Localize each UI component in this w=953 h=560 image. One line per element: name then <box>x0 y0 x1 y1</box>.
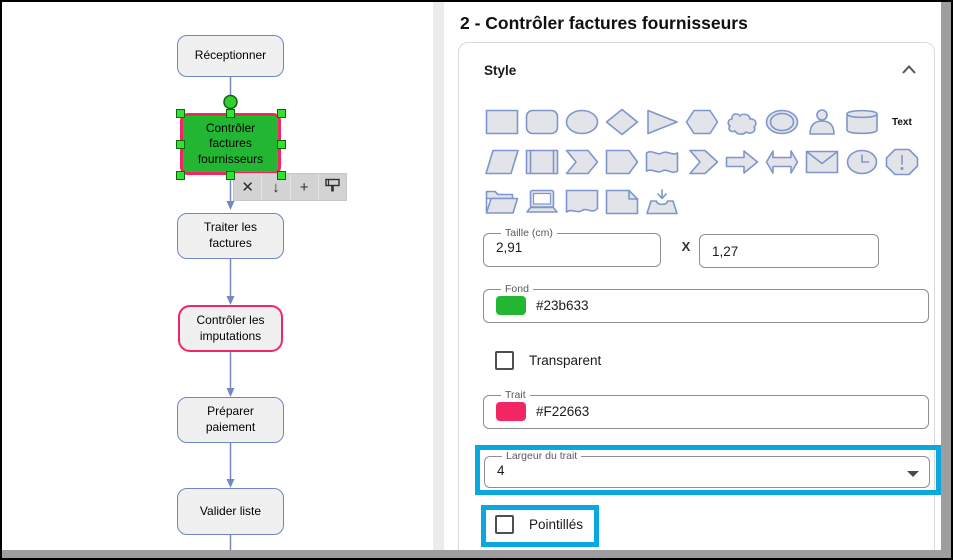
shape-diamond-icon[interactable] <box>604 107 640 137</box>
style-card: Style Text Taille (cm) 2,91 X 1,27 Fond … <box>458 42 941 558</box>
shape-cylinder-icon[interactable] <box>844 107 880 137</box>
shape-ellipse-icon[interactable] <box>564 107 600 137</box>
shape-tape-icon[interactable] <box>644 147 680 177</box>
arrow-down-icon: ↓ <box>272 178 280 196</box>
resize-handle-se[interactable] <box>276 170 286 180</box>
node-context-toolbar: ✕ ↓ + <box>233 173 347 201</box>
style-section-header: Style <box>484 63 517 78</box>
paint-roller-icon <box>324 177 341 198</box>
connection-point-dot[interactable] <box>223 94 238 110</box>
resize-handle-ne[interactable] <box>276 108 286 118</box>
flow-node-preparer[interactable]: Préparer paiement <box>177 397 284 443</box>
delete-node-button[interactable]: ✕ <box>234 174 261 200</box>
flow-node-valider[interactable]: Valider liste <box>177 488 284 535</box>
panel-title: 2 - Contrôler factures fournisseurs <box>460 13 748 33</box>
stroke-field-label: Trait <box>505 389 526 401</box>
shape-clock-icon[interactable] <box>844 147 880 177</box>
dashed-checkbox-label: Pointillés <box>529 517 584 532</box>
vertical-scrollbar[interactable] <box>941 2 951 558</box>
stroke-width-value: 4 <box>497 463 505 478</box>
shape-gallery-row-1: Text <box>484 107 912 137</box>
resize-handle-nw[interactable] <box>175 108 185 118</box>
stroke-width-label: Largeur du trait <box>506 450 578 462</box>
stroke-color-field[interactable]: Trait #F22663 <box>483 389 929 429</box>
dashed-highlight-box <box>481 505 599 547</box>
resize-handle-s[interactable] <box>226 170 235 180</box>
shape-gallery-row-3 <box>484 187 680 217</box>
selected-node-label: Contrôler factures fournisseurs <box>197 120 264 166</box>
connector-lines <box>223 77 238 552</box>
stroke-color-swatch[interactable] <box>496 402 526 421</box>
shape-pentagon-arrow-icon[interactable] <box>604 147 640 177</box>
shape-gallery-row-2 <box>484 147 920 177</box>
resize-handle-e[interactable] <box>276 139 286 149</box>
shape-folder-icon[interactable] <box>484 187 520 217</box>
shape-step-icon[interactable] <box>564 147 600 177</box>
flow-node-receptionner[interactable]: Réceptionner <box>177 35 284 77</box>
shape-note-icon[interactable] <box>604 187 640 217</box>
flow-node-controler-imputations[interactable]: Contrôler les imputations <box>178 305 283 352</box>
format-painter-button[interactable] <box>317 174 346 200</box>
shape-rectangle-icon[interactable] <box>484 107 520 137</box>
shape-triangle-icon[interactable] <box>644 107 680 137</box>
fill-color-value: #23b633 <box>536 298 589 313</box>
size-height-field[interactable]: 1,27 <box>699 234 879 268</box>
resize-handle-n[interactable] <box>226 108 235 118</box>
horizontal-scrollbar[interactable] <box>2 550 951 558</box>
flow-node-controler-factures-selected[interactable]: Contrôler factures fournisseurs <box>180 113 281 175</box>
shape-chevron-icon[interactable] <box>684 147 720 177</box>
shape-inbox-icon[interactable] <box>644 187 680 217</box>
add-node-below-button[interactable]: ↓ <box>261 174 289 200</box>
shape-arrow-double-icon[interactable] <box>764 147 800 177</box>
size-times-separator: X <box>681 239 691 254</box>
shape-rounded-rectangle-icon[interactable] <box>524 107 560 137</box>
shape-arrow-right-icon[interactable] <box>724 147 760 177</box>
size-width-field[interactable]: Taille (cm) 2,91 <box>483 227 661 267</box>
diagram-canvas[interactable]: Réceptionner Contrôler factures fourniss… <box>2 2 433 558</box>
shape-process-icon[interactable] <box>524 147 560 177</box>
pane-separator <box>433 2 444 558</box>
size-width-value: 2,91 <box>496 240 523 255</box>
shape-cloud-icon[interactable] <box>724 107 760 137</box>
collapse-chevron-icon[interactable] <box>902 65 916 74</box>
size-field-label: Taille (cm) <box>505 227 553 239</box>
shape-parallelogram-icon[interactable] <box>484 147 520 177</box>
resize-handle-sw[interactable] <box>175 170 185 180</box>
dropdown-caret-icon[interactable] <box>907 471 919 477</box>
fill-color-swatch[interactable] <box>496 296 526 315</box>
fill-field-label: Fond <box>505 283 529 295</box>
transparent-checkbox-label: Transparent <box>529 353 602 368</box>
shape-laptop-icon[interactable] <box>524 187 560 217</box>
stroke-width-dropdown[interactable]: Largeur du trait 4 <box>484 450 930 488</box>
transparent-checkbox[interactable] <box>495 351 514 370</box>
size-height-value: 1,27 <box>712 243 739 259</box>
fill-color-field[interactable]: Fond #23b633 <box>483 283 929 323</box>
plus-icon: + <box>299 178 309 196</box>
shape-text-option[interactable]: Text <box>892 116 912 128</box>
shape-hexagon-icon[interactable] <box>684 107 720 137</box>
stroke-color-value: #F22663 <box>536 404 590 419</box>
dashed-checkbox[interactable] <box>495 515 514 534</box>
resize-handle-w[interactable] <box>175 139 185 149</box>
shape-alert-octagon-icon[interactable] <box>884 147 920 177</box>
shape-actor-icon[interactable] <box>804 107 840 137</box>
close-icon: ✕ <box>241 179 254 196</box>
shape-double-ellipse-icon[interactable] <box>764 107 800 137</box>
shape-document-icon[interactable] <box>564 187 600 217</box>
flow-node-traiter[interactable]: Traiter les factures <box>177 213 284 259</box>
stroke-width-highlight-box <box>475 445 941 495</box>
shape-envelope-icon[interactable] <box>804 147 840 177</box>
add-button[interactable]: + <box>289 174 318 200</box>
